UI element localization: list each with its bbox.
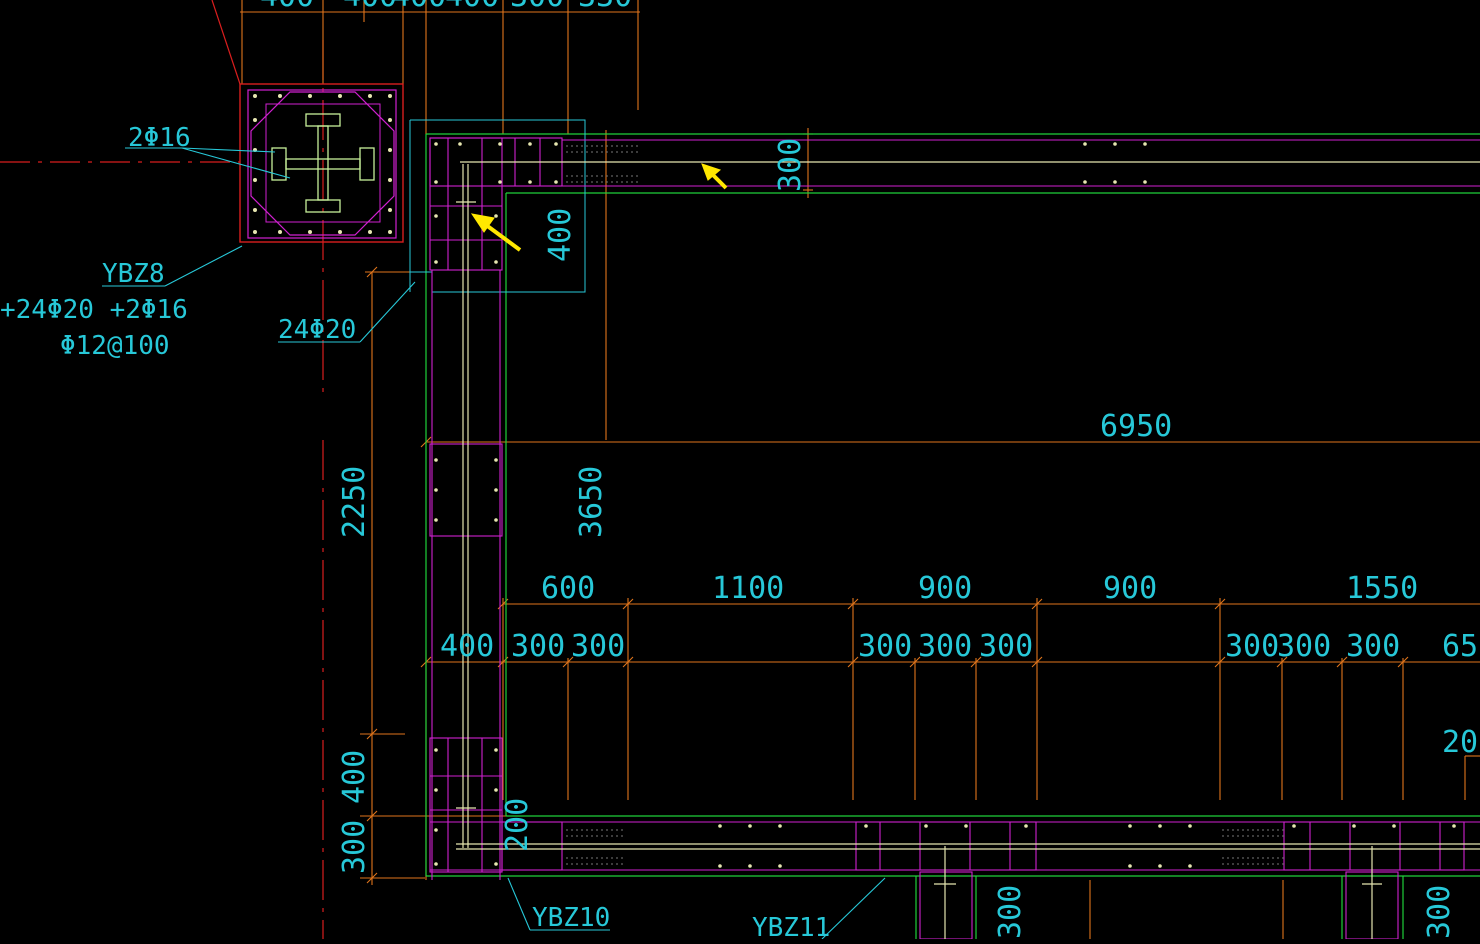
ybz8-rebar-dots [253, 94, 392, 234]
hatch-bands [566, 145, 1284, 865]
row1-dim: 1550 [1346, 571, 1418, 606]
axis-lines [0, 0, 324, 939]
leader-lines [102, 147, 886, 940]
row2-dim: 300 [1346, 629, 1400, 664]
top-dim: 400 [343, 0, 397, 14]
wall-rebar-dots [434, 142, 1456, 868]
arrow-icon [701, 163, 728, 190]
dim-200-right: 200 [1442, 725, 1480, 760]
row2-dim: 650 [1442, 629, 1480, 664]
top-dim: 400 [260, 0, 314, 14]
column-label-ybz10: YBZ10 [532, 903, 610, 933]
row2-dim: 300 [918, 629, 972, 664]
wall-outlines [425, 133, 1480, 939]
row2-dim: 300 [571, 629, 625, 664]
row1-dim: 1100 [712, 571, 784, 606]
top-dim: 330 [578, 0, 632, 14]
top-dim: 300 [510, 0, 564, 14]
row2-dim: 300 [1225, 629, 1279, 664]
row1-dim: 900 [1103, 571, 1157, 606]
dim-3650: 3650 [574, 466, 609, 538]
corner-column-rebar [429, 137, 1480, 940]
row1-dim: 900 [918, 571, 972, 606]
row2-dim: 300 [858, 629, 912, 664]
column-label-ybz11: YBZ11 [752, 913, 830, 939]
dim-6950: 6950 [1100, 409, 1172, 444]
dim-300-bottom-b: 300 [1422, 885, 1457, 939]
arrow-icon [470, 213, 522, 252]
row1-dim: 600 [541, 571, 595, 606]
steel-web-lines [456, 161, 1480, 939]
ybz8-stirrup-spec: Φ12@100 [60, 331, 170, 361]
dim-200-vertical: 200 [500, 798, 535, 852]
row2-dim: 300 [1277, 629, 1331, 664]
dim-400-corner: 400 [543, 208, 578, 262]
ybz8-rebar-spec: +24Φ20 +2Φ16 [0, 295, 188, 325]
row2-dim: 400 [440, 629, 494, 664]
top-dim: 400 [392, 0, 446, 14]
rebar-label-24phi20: 24Φ20 [278, 315, 356, 345]
row2-dim: 300 [511, 629, 565, 664]
dim-300-top: 300 [773, 138, 808, 192]
rebar-label-2phi16: 2Φ16 [128, 123, 191, 153]
top-dim: 400 [445, 0, 499, 14]
dim-2250: 2250 [337, 466, 372, 538]
dim-400-left: 400 [337, 750, 372, 804]
dim-300-left: 300 [337, 820, 372, 874]
column-ybz8 [239, 83, 404, 243]
dim-300-bottom-a: 300 [993, 885, 1028, 939]
column-label-ybz8: YBZ8 [102, 259, 165, 289]
row2-dim: 300 [979, 629, 1033, 664]
